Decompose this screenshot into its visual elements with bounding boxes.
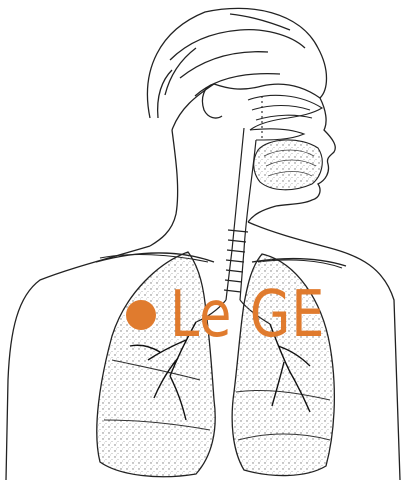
hair (147, 8, 326, 130)
bullet-dot (126, 300, 156, 330)
tongue (254, 140, 323, 190)
nasal-cavity (248, 95, 322, 140)
overlay-label: Le GE (126, 283, 359, 347)
overlay-title: Le GE (170, 283, 325, 347)
clavicles (100, 255, 342, 268)
